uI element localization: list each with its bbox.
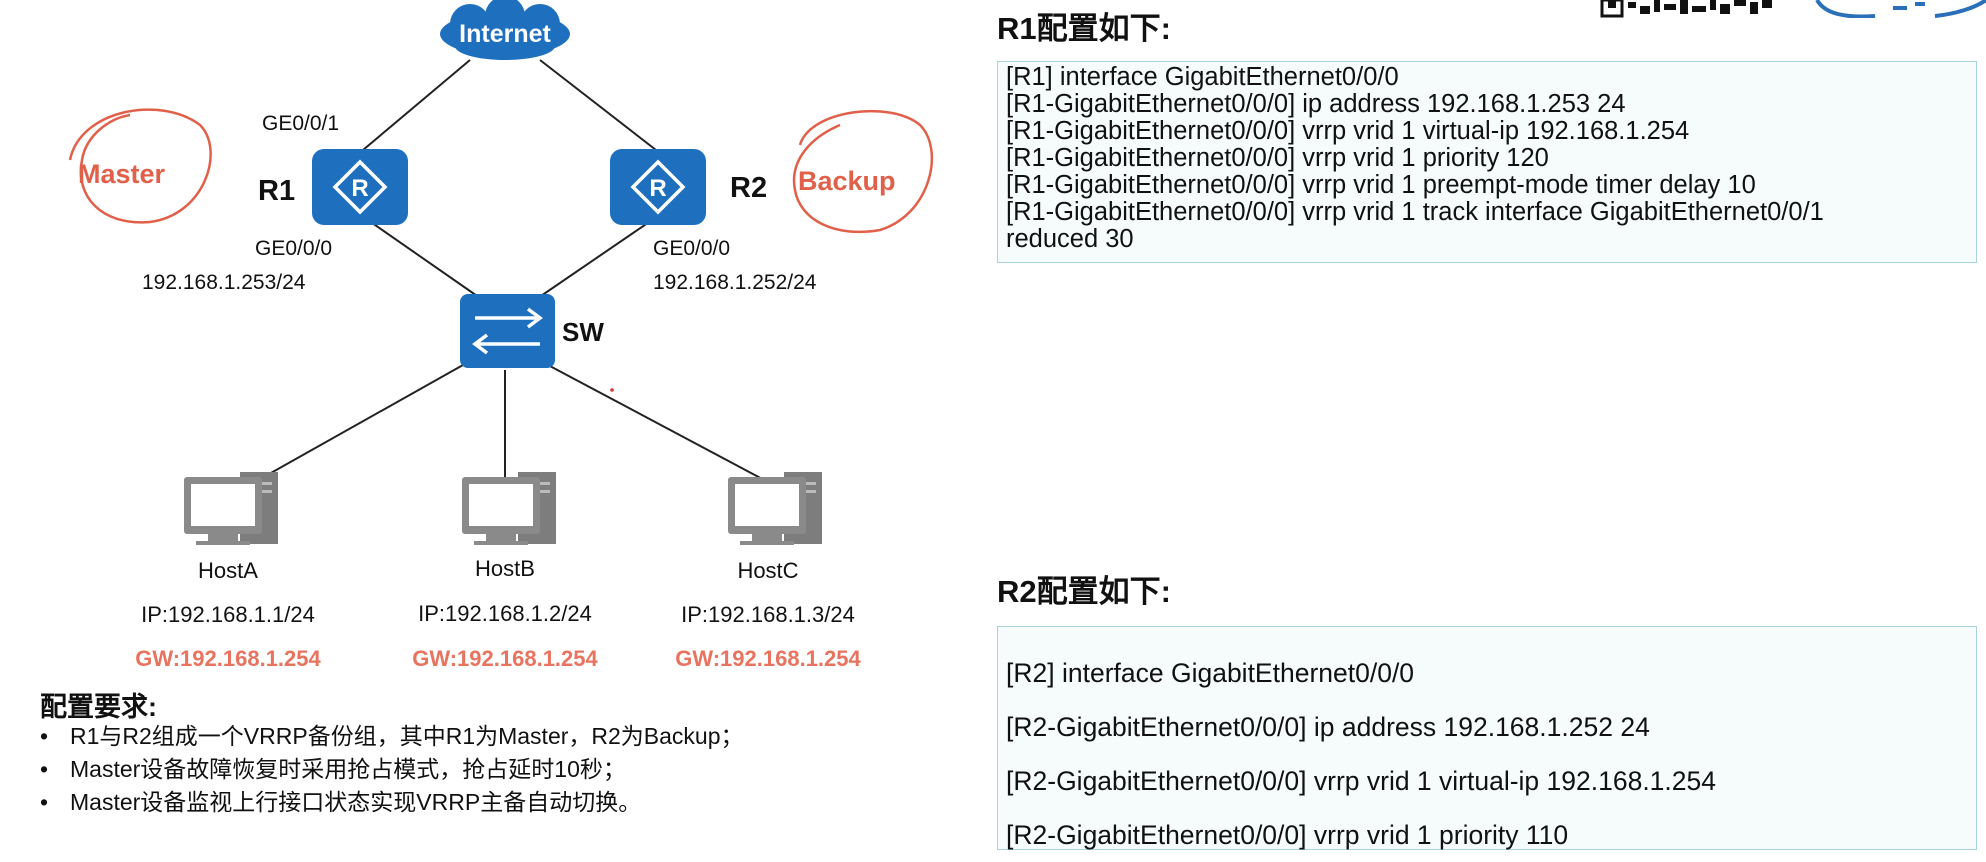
network-topology-diagram: Internet R R1 GE0/0/1 GE0/0/0 192.168.1.… [68,0,934,671]
link-r1-sw [364,217,481,299]
switch-sw [460,294,555,368]
requirement-item: Master设备监视上行接口状态实现VRRP主备自动切换。 [40,786,744,819]
config-line: [R2-GigabitEthernet0/0/0] vrrp vrid 1 pr… [1006,820,1569,850]
switch-name: SW [562,317,604,347]
config-line: [R2] interface GigabitEthernet0/0/0 [1006,658,1415,688]
qr-code-icon [1600,0,1772,18]
switch-icon [460,294,555,368]
link-internet-r1 [362,59,471,151]
host-ip: IP:192.168.1.3/24 [681,602,855,627]
config-line: [R1-GigabitEthernet0/0/0] vrrp vrid 1 vi… [1006,117,1690,145]
r1-downlink-port: GE0/0/0 [255,237,332,260]
config-line: [R1-GigabitEthernet0/0/0] vrrp vrid 1 pr… [1006,144,1549,172]
internet-cloud: Internet [440,0,570,60]
r1-config-box: [R1] interface GigabitEthernet0/0/0 [R1-… [997,61,1977,263]
host-name: HostC [737,558,798,583]
config-line: reduced 30 [1006,225,1134,253]
link-sw-hosta [261,364,464,479]
computer-icon [462,472,556,545]
link-internet-r2 [539,59,657,151]
router-icon [610,149,706,225]
internet-label: Internet [459,20,551,48]
host-ip: IP:192.168.1.1/24 [141,602,315,627]
router-r2: R [610,149,706,225]
master-label: Master [78,159,166,189]
r1-ip: 192.168.1.253/24 [142,271,306,294]
host-b: HostB IP:192.168.1.2/24 GW:192.168.1.254 [412,472,599,671]
requirement-item: Master设备故障恢复时采用抢占模式，抢占延时10秒； [40,753,744,786]
svg-text:R: R [649,175,666,202]
topology-links [261,59,769,483]
cloud-icon [440,0,570,60]
config-line: [R1-GigabitEthernet0/0/0] vrrp vrid 1 pr… [1006,171,1756,199]
host-gateway: GW:192.168.1.254 [675,646,861,671]
host-name: HostA [198,558,258,583]
computer-icon [184,472,278,545]
requirement-item: R1与R2组成一个VRRP备份组，其中R1为Master，R2为Backup； [40,720,744,753]
r2-ip: 192.168.1.252/24 [653,271,817,294]
host-gateway: GW:192.168.1.254 [135,646,321,671]
host-c: HostC IP:192.168.1.3/24 GW:192.168.1.254 [675,472,862,671]
r2-downlink-port: GE0/0/0 [653,237,730,260]
requirements-title: 配置要求: [40,692,157,722]
r2-config-box: [R2] interface GigabitEthernet0/0/0 [R2-… [997,626,1977,850]
r2-name: R2 [730,172,767,204]
router-icon [312,149,408,225]
host-gateway: GW:192.168.1.254 [412,646,598,671]
master-annotation: Master [68,108,212,224]
r2-config-title: R2配置如下: [997,574,1171,609]
config-line: [R2-GigabitEthernet0/0/0] vrrp vrid 1 vi… [1006,766,1717,796]
stray-mark [610,388,614,392]
host-ip: IP:192.168.1.2/24 [418,601,592,626]
backup-annotation: Backup [792,109,934,234]
computer-icon [728,472,822,545]
r1-uplink-port: GE0/0/1 [262,112,339,135]
link-sw-hostc [547,364,769,483]
host-name: HostB [475,556,535,581]
r1-name: R1 [258,175,295,207]
requirements-list: R1与R2组成一个VRRP备份组，其中R1为Master，R2为Backup； … [40,720,744,819]
svg-text:R: R [351,175,368,202]
r1-config-title: R1配置如下: [997,11,1171,46]
config-line: [R1-GigabitEthernet0/0/0] vrrp vrid 1 tr… [1006,198,1824,226]
host-a: HostA IP:192.168.1.1/24 GW:192.168.1.254 [135,472,322,671]
config-line: [R1] interface GigabitEthernet0/0/0 [1006,63,1399,91]
config-line: [R1-GigabitEthernet0/0/0] ip address 192… [1006,90,1626,118]
logo-icon [1815,0,1986,18]
backup-label: Backup [798,166,896,196]
router-r1: R [312,149,408,225]
config-line: [R2-GigabitEthernet0/0/0] ip address 192… [1006,712,1650,742]
link-r2-sw [537,217,656,299]
